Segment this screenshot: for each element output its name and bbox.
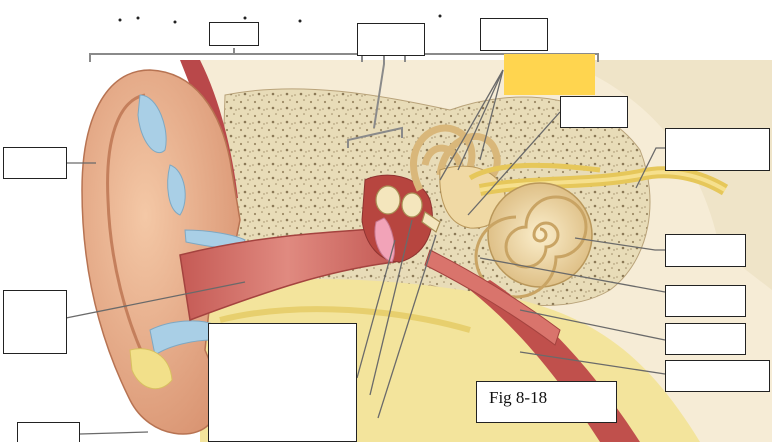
vestibulocochlear-nerve-label[interactable] xyxy=(665,128,770,171)
earlobe-label[interactable] xyxy=(17,422,80,442)
semicircular-canals-label[interactable] xyxy=(560,96,628,128)
auricle xyxy=(81,69,246,435)
inner-ear-bracket-label[interactable] xyxy=(480,18,548,51)
cochlea-label[interactable] xyxy=(665,234,746,267)
middle-ear xyxy=(361,174,441,263)
middle-ear-bracket-label[interactable] xyxy=(357,23,425,56)
external-auditory-canal-label[interactable] xyxy=(3,290,67,354)
highlight-patch xyxy=(504,54,595,95)
outer-ear-bracket-label[interactable] xyxy=(209,22,259,46)
leader-lines xyxy=(65,69,666,435)
cropped-header-marks xyxy=(118,14,442,24)
ossicles-label[interactable] xyxy=(208,323,357,442)
pharyngotympanic-tube xyxy=(424,249,561,346)
pharyngotympanic-tube-label[interactable] xyxy=(665,323,746,355)
tensor-muscle-label[interactable] xyxy=(665,360,770,392)
figure-caption: Fig 8-18 xyxy=(476,381,617,423)
round-window-label[interactable] xyxy=(665,285,746,317)
auricle-label[interactable] xyxy=(3,147,67,179)
vestibulocochlear-nerve xyxy=(468,162,729,196)
ear-regions-bracket xyxy=(89,48,599,148)
